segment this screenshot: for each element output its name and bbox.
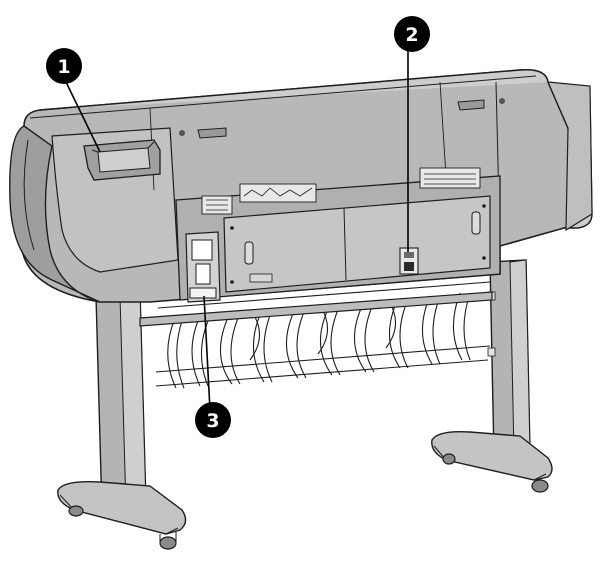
callout-1: 1 <box>46 48 82 84</box>
stand-crossbar <box>139 291 493 327</box>
communication-ports <box>185 231 221 303</box>
callout-2-number: 2 <box>405 24 418 46</box>
power-switch-socket <box>399 247 419 275</box>
output-basket <box>155 281 491 389</box>
callout-leaders <box>65 48 409 411</box>
callout-3-number: 3 <box>206 410 219 432</box>
left-leg <box>57 291 187 550</box>
callout-2: 2 <box>394 16 430 52</box>
quick-reference-pouch <box>83 139 161 181</box>
callout-3: 3 <box>195 402 231 438</box>
callout-1-number: 1 <box>57 56 70 78</box>
callout-1-leader <box>65 81 101 153</box>
printer-body <box>9 68 593 303</box>
callout-3-leader <box>203 295 211 411</box>
right-leg <box>431 259 553 493</box>
